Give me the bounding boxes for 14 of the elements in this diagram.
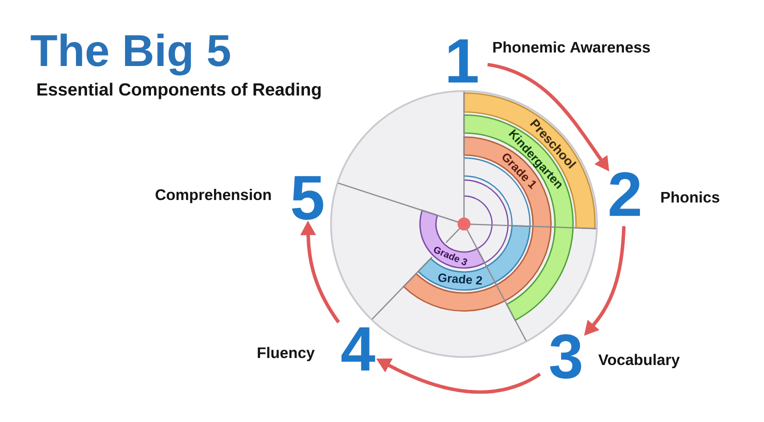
step-number: 3 — [550, 334, 582, 379]
subtitle: Essential Components of Reading — [37, 82, 321, 100]
band-label: Grade 2 — [438, 274, 482, 285]
step-label: Vocabulary — [598, 354, 680, 368]
title: The Big 5 — [30, 34, 230, 76]
step-number: 5 — [292, 176, 324, 220]
step-label: Phonics — [661, 191, 720, 203]
step-label: Phonemic Awareness — [493, 41, 650, 53]
step-label: Comprehension — [156, 188, 271, 204]
step-number: 1 — [448, 39, 478, 83]
step-number: 2 — [610, 172, 640, 216]
band-label: Grade 3 — [434, 246, 468, 266]
step-number: 4 — [342, 327, 376, 371]
step-label: Fluency — [258, 346, 315, 362]
